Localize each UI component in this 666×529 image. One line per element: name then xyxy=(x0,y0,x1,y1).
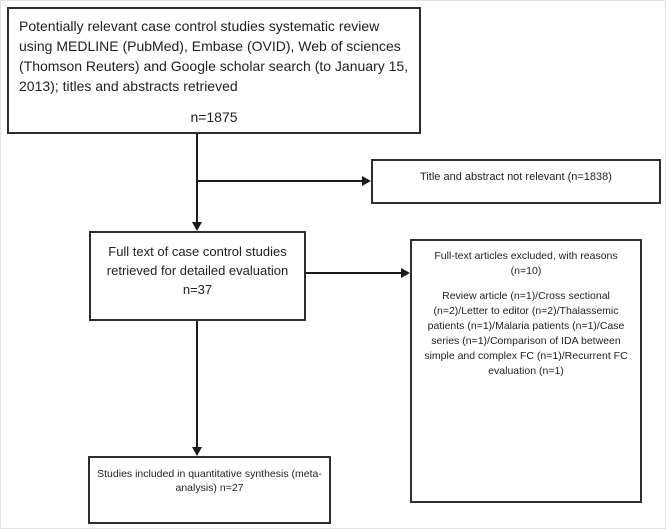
flowchart-box-excluded-reasons: Full-text articles excluded, with reason… xyxy=(410,239,642,503)
search-box-text-line: Potentially relevant case control studie… xyxy=(19,18,380,34)
flowchart-box-search-records: Potentially relevant case control studie… xyxy=(7,7,421,134)
excluded-box-heading: Full-text articles excluded, with reason… xyxy=(434,250,618,262)
flowchart-box-included-synthesis: Studies included in quantitative synthes… xyxy=(88,456,331,524)
search-box-count: n=1875 xyxy=(190,109,238,125)
arrowhead-right-to-not-relevant-icon xyxy=(362,176,371,186)
arrowhead-right-to-excluded-icon xyxy=(401,268,410,278)
not-relevant-text: Title and abstract not relevant (n=1838) xyxy=(420,171,612,183)
connector-fulltext-to-excluded-line xyxy=(306,272,401,274)
connector-branch-to-not-relevant-line xyxy=(196,180,362,182)
excluded-reason-line: series (n=1)/Comparison of IDA between xyxy=(431,335,621,347)
fulltext-box-count: n=37 xyxy=(182,282,213,297)
flowchart-box-not-relevant: Title and abstract not relevant (n=1838) xyxy=(371,159,661,204)
connector-fulltext-to-included-line xyxy=(196,321,198,448)
connector-search-to-fulltext-line xyxy=(196,134,198,223)
included-box-text-line: analysis) n=27 xyxy=(175,482,244,494)
excluded-box-reasons: Review article (n=1)/Cross sectional (n=… xyxy=(416,289,636,379)
excluded-reason-line: evaluation (n=1) xyxy=(488,365,564,377)
flowchart-box-fulltext-retrieved: Full text of case control studies retrie… xyxy=(89,231,306,321)
excluded-reason-line: patients (n=1)/Malaria patients (n=1)/Ca… xyxy=(427,320,625,332)
search-box-text-line: 2013); titles and abstracts retrieved xyxy=(19,78,238,94)
search-box-text-line: (Thomson Reuters) and Google scholar sea… xyxy=(19,58,409,74)
excluded-reason-line: (n=2)/Letter to editor (n=2)/Thalassemic xyxy=(433,305,619,317)
arrowhead-down-to-included-icon xyxy=(192,447,202,456)
excluded-reason-line: simple and complex FC (n=1)/Recurrent FC xyxy=(424,350,628,362)
excluded-reason-line: Review article (n=1)/Cross sectional xyxy=(442,290,610,302)
excluded-box-count: (n=10) xyxy=(510,265,542,277)
fulltext-box-text-line: Full text of case control studies xyxy=(108,244,287,259)
arrowhead-down-to-fulltext-icon xyxy=(192,222,202,231)
fulltext-box-text-line: retrieved for detailed evaluation xyxy=(106,263,289,278)
included-box-text-line: Studies included in quantitative synthes… xyxy=(97,468,322,480)
search-box-text-line: using MEDLINE (PubMed), Embase (OVID), W… xyxy=(19,38,401,54)
